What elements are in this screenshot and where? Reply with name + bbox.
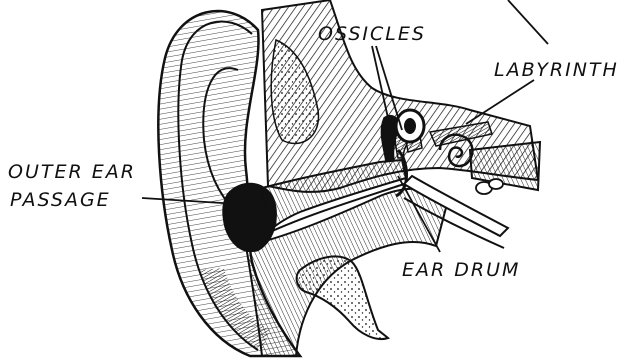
semicircular-canal-inner xyxy=(404,118,416,134)
label-ossicles: OSSICLES xyxy=(318,23,426,45)
label-labyrinth: LABYRINTH xyxy=(494,59,619,81)
tube-cross-section-2 xyxy=(489,179,503,189)
leader-top-offscreen xyxy=(508,0,548,44)
label-ear-drum: EAR DRUM xyxy=(402,259,520,281)
label-outer-ear-line1: OUTER EAR xyxy=(8,161,136,183)
label-outer-ear-line2: PASSAGE xyxy=(10,189,111,211)
